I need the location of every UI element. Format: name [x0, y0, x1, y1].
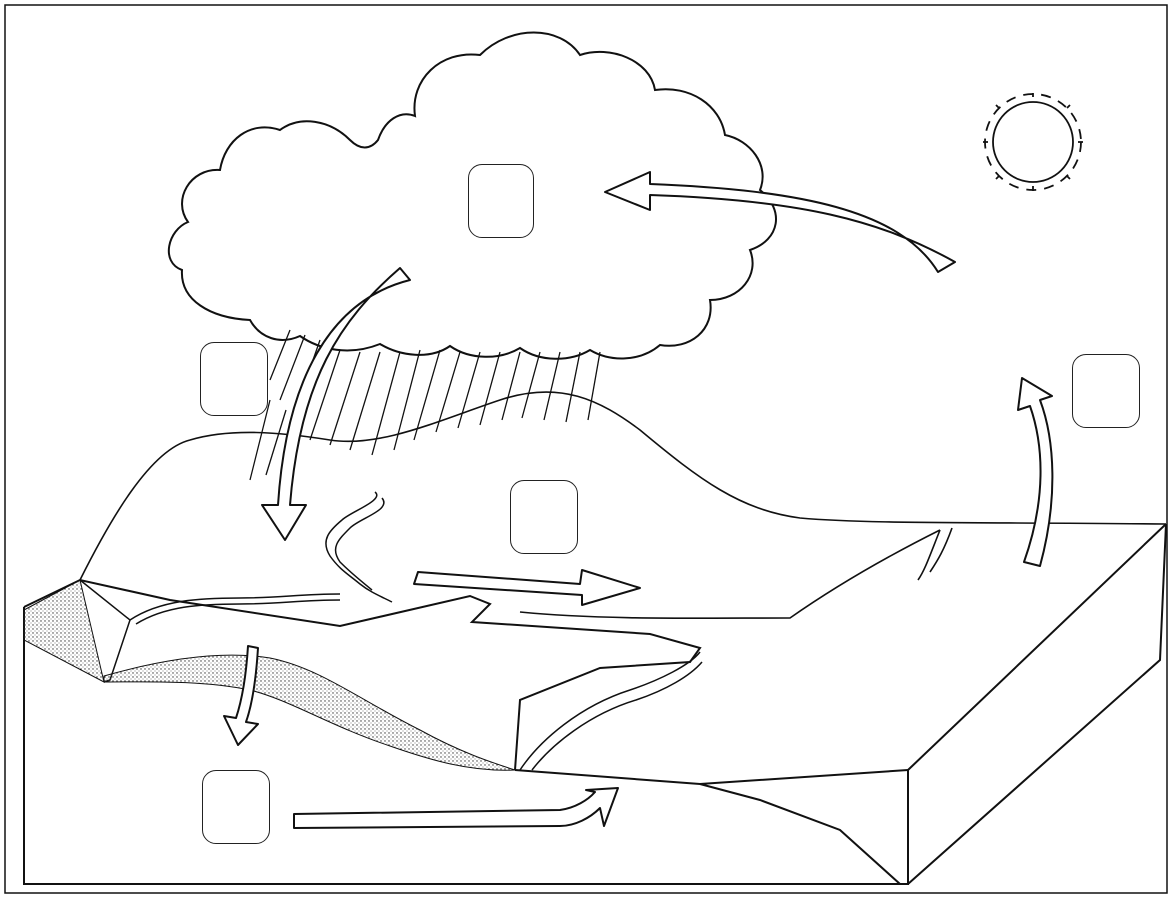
evaporation-label-box[interactable] [1072, 354, 1140, 428]
aquifer-layer [104, 655, 515, 770]
groundwater-flow-arrow [294, 788, 618, 828]
sun-icon [983, 93, 1083, 191]
transpiration-arrow [1018, 378, 1052, 566]
groundwater-label-box[interactable] [202, 770, 270, 844]
aquifer [24, 580, 104, 682]
runoff-arrow [414, 570, 640, 605]
clouds-label-box[interactable] [468, 164, 534, 238]
runoff-label-box[interactable] [510, 480, 578, 554]
precipitation-label-box[interactable] [200, 342, 268, 416]
